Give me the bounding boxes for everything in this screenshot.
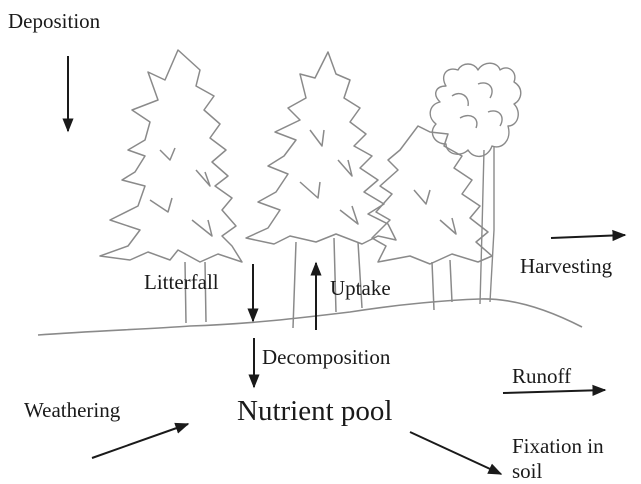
conifer-tree-center <box>245 51 397 329</box>
harvesting-label: Harvesting <box>520 254 613 278</box>
runoff-arrow <box>502 384 607 396</box>
fixation-arrow <box>409 431 503 475</box>
ground-line <box>37 298 583 336</box>
harvesting-arrow <box>550 229 627 242</box>
nutrient-pool-label: Nutrient pool <box>237 395 393 427</box>
fixation-label-line1: Fixation in <box>512 434 604 458</box>
decomposition-label: Decomposition <box>262 345 391 369</box>
deposition-label: Deposition <box>8 9 101 33</box>
weathering-label: Weathering <box>24 398 121 422</box>
weathering-arrow <box>91 422 190 459</box>
conifer-tree-right <box>371 125 493 311</box>
deciduous-tree <box>429 62 522 305</box>
runoff-label: Runoff <box>512 364 572 388</box>
litterfall-label: Litterfall <box>144 270 219 294</box>
uptake-label: Uptake <box>330 276 391 300</box>
conifer-tree-left <box>99 49 243 324</box>
fixation-label-line2: soil <box>512 459 543 483</box>
